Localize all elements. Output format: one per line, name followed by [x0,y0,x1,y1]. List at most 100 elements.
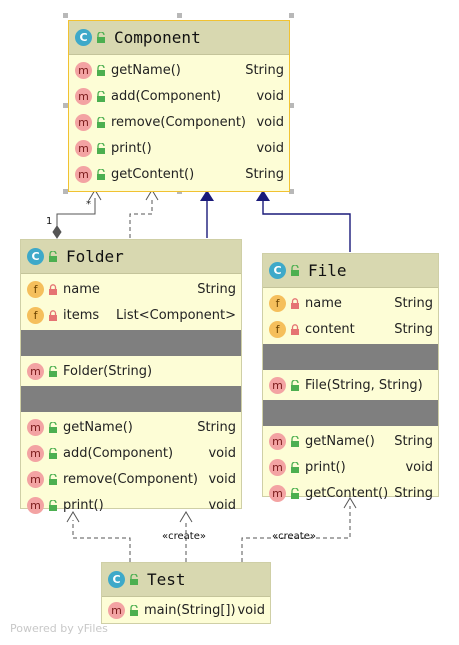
public-visibility-icon [97,32,105,43]
method-icon: m [75,165,92,183]
dependency-edge-folder-component[interactable] [129,189,159,238]
private-lock-icon [49,309,57,321]
class-header: C File [263,254,438,288]
watermark: Powered by yFiles [10,622,108,635]
method-icon: m [27,496,44,514]
selection-handle[interactable] [177,13,182,18]
multiplicity-many-label: * [86,199,91,210]
public-visibility-icon [49,421,57,433]
method-icon: m [75,61,92,79]
method-type: void [256,88,284,104]
public-visibility-icon [49,447,57,459]
constructor-name: File(String, String) [305,377,423,393]
public-visibility-icon [291,487,299,499]
inheritance-edge-file-component[interactable] [256,190,351,252]
class-icon: C [269,262,286,279]
selection-handle[interactable] [289,13,294,18]
create-label-folder: «create» [162,531,206,542]
constructor-row[interactable]: m Folder(String) [21,358,241,384]
method-icon: m [75,87,92,105]
method-type: String [245,62,284,78]
methods-section: m main(String[])void [102,597,270,623]
create-edge-test-file[interactable] [241,497,357,562]
method-name: remove(Component) [111,114,246,130]
create-edge-test-folder-left[interactable] [66,511,131,562]
create-edge-test-folder[interactable] [179,511,193,562]
method-icon: m [27,418,44,436]
method-type: void [256,114,284,130]
public-visibility-icon [49,473,57,485]
public-visibility-icon [291,379,299,391]
method-icon: m [27,362,44,380]
section-separator [263,400,438,426]
private-lock-icon [291,323,299,335]
constructor-name: Folder(String) [63,363,153,379]
static-method-icon: m [108,601,125,619]
method-type: void [405,459,433,475]
field-name: items [63,307,100,323]
method-row[interactable]: m main(String[])void [102,597,270,623]
method-type: void [237,602,265,618]
method-type: String [245,166,284,182]
field-type: String [394,321,433,337]
selection-handle[interactable] [63,189,68,194]
method-name: print() [63,497,104,513]
constructor-row[interactable]: m File(String, String) [263,372,438,398]
create-label-file: «create» [272,531,316,542]
method-icon: m [269,432,286,450]
method-name: main(String[]) [144,602,236,618]
selection-handle[interactable] [289,189,294,194]
selection-handle[interactable] [63,103,68,108]
constructors-section: m Folder(String) [21,356,241,386]
public-visibility-icon [130,604,138,616]
selection-handle[interactable] [289,103,294,108]
class-name: Test [147,570,186,589]
field-name: name [305,295,342,311]
method-type: void [256,140,284,156]
multiplicity-one-label: 1 [46,216,53,227]
method-type: String [394,433,433,449]
method-icon: m [27,444,44,462]
field-icon: f [269,294,286,312]
class-header: C Component [69,21,289,55]
public-visibility-icon [97,168,105,180]
method-icon: m [269,376,286,394]
constructors-section: m File(String, String) [263,370,438,400]
selection-handle[interactable] [63,13,68,18]
inheritance-edge-folder-component[interactable] [200,190,214,238]
method-name: getName() [111,62,181,78]
method-name: print() [111,140,152,156]
aggregation-edge-folder-component[interactable] [52,189,102,239]
runnable-class-icon: C [108,571,125,588]
class-header: C Test [102,563,270,597]
method-type: void [208,445,236,461]
public-visibility-icon [291,265,299,276]
method-type: void [208,471,236,487]
method-row[interactable]: m getName() String [69,57,289,83]
class-name: Component [114,28,201,47]
class-test[interactable]: C Test m main(String[])void [101,562,271,624]
